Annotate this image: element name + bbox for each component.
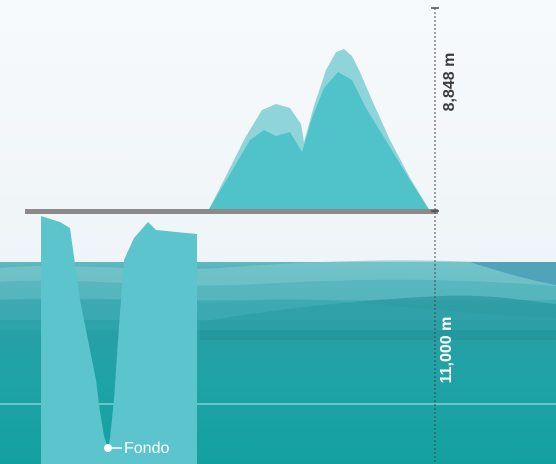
bottom-marker-label: Fondo	[124, 440, 170, 457]
ocean-trench	[41, 216, 197, 464]
ocean-depth-label: 11,000 m	[438, 316, 455, 384]
bottom-marker	[104, 444, 122, 452]
mountain	[208, 49, 430, 211]
mountain-height-label: 8,848 m	[441, 52, 458, 112]
measurement-line	[431, 7, 439, 464]
sea-level-bar	[25, 209, 438, 214]
